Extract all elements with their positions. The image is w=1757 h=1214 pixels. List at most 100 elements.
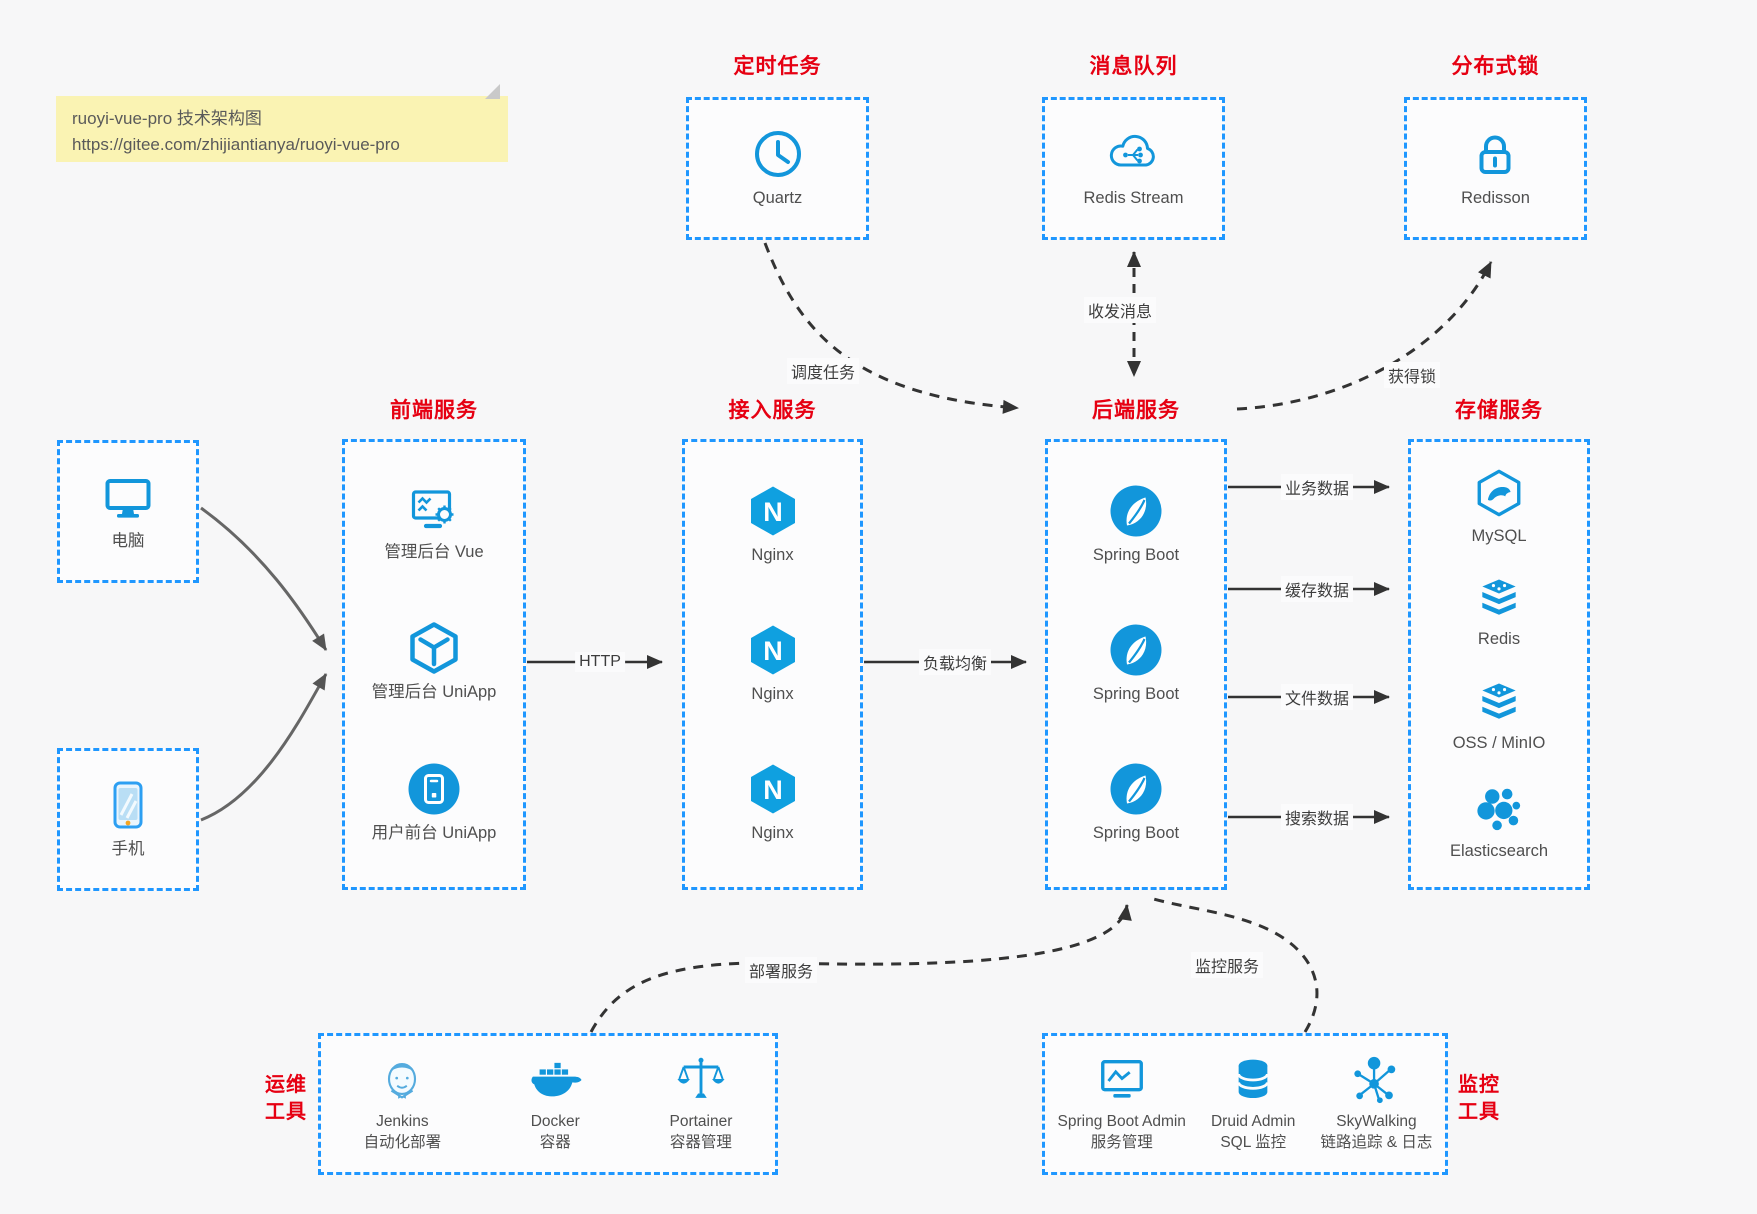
desktop-icon — [105, 479, 151, 518]
group-box-distributed-lock: Redisson — [1404, 97, 1587, 240]
group-title-gateway: 接入服务 — [728, 399, 817, 422]
edge-label-search-data: 搜索数据 — [1280, 804, 1354, 830]
node-docker: Docker 容器 — [526, 1054, 584, 1154]
node-nginx-1: N Nginx — [746, 484, 800, 566]
lock-icon — [1479, 135, 1511, 175]
nginx-icon: N — [750, 625, 795, 675]
node-label: Spring Boot Admin — [1057, 1113, 1186, 1131]
node-portainer: Portainer 容器管理 — [669, 1054, 732, 1154]
group-box-backend: Spring Boot Spring Boot Spring Boot — [1045, 439, 1227, 890]
node-label: Druid Admin — [1210, 1113, 1296, 1131]
side-label-line: 工具 — [265, 1101, 307, 1123]
node-label: Redis — [1477, 630, 1521, 649]
node-sublabel: 链路追踪 & 日志 — [1320, 1134, 1433, 1151]
node-spring-boot-3: Spring Boot — [1093, 762, 1179, 844]
node-label: Spring Boot — [1092, 546, 1180, 565]
node-quartz: Quartz — [751, 127, 805, 209]
group-title-frontend: 前端服务 — [390, 399, 478, 422]
admin-vue-icon — [411, 490, 454, 529]
svg-text:N: N — [763, 775, 783, 805]
node-sublabel: SQL 监控 — [1220, 1134, 1287, 1151]
node-label: Docker — [530, 1113, 580, 1131]
node-label: 用户前台 UniApp — [371, 823, 497, 842]
node-label: 管理后台 Vue — [384, 542, 484, 561]
node-label: Nginx — [751, 546, 794, 565]
node-nginx-3: N Nginx — [746, 762, 800, 844]
clock-icon — [754, 131, 801, 178]
node-spring-boot-admin: Spring Boot Admin 服务管理 — [1058, 1054, 1186, 1154]
group-title-scheduled-tasks: 定时任务 — [733, 55, 822, 78]
node-mobile: 手机 — [101, 778, 155, 860]
node-admin-uniapp: 管理后台 UniApp — [371, 621, 497, 703]
mysql-icon — [1477, 469, 1521, 517]
node-mysql: MySQL — [1471, 467, 1527, 547]
node-elasticsearch: Elasticsearch — [1450, 784, 1548, 862]
skywalking-icon — [1354, 1056, 1396, 1104]
side-label-monitor-tools: 监控 工具 — [1458, 1072, 1538, 1126]
druid-icon — [1237, 1059, 1269, 1099]
spring-boot-icon — [1110, 763, 1162, 815]
group-box-message-queue: Redis Stream — [1042, 97, 1225, 240]
edge-mobile-to-frontend — [200, 673, 328, 822]
node-label: Quartz — [752, 189, 803, 208]
node-redis: Redis — [1474, 576, 1524, 650]
group-title-storage: 存储服务 — [1455, 399, 1543, 422]
group-title-message-queue: 消息队列 — [1089, 55, 1178, 78]
edge-desktop-to-frontend — [200, 506, 328, 651]
node-label: Nginx — [751, 824, 794, 843]
edge-label-business-data: 业务数据 — [1280, 474, 1354, 500]
edge-schedule-task — [763, 242, 1019, 414]
node-label: SkyWalking — [1336, 1113, 1417, 1131]
node-skywalking: SkyWalking 链路追踪 & 日志 — [1320, 1054, 1432, 1154]
edge-label-cache-data: 缓存数据 — [1280, 576, 1354, 602]
nginx-icon: N — [750, 764, 795, 814]
svg-text:N: N — [763, 636, 783, 666]
sticky-note: ruoyi-vue-pro 技术架构图 https://gitee.com/zh… — [56, 84, 508, 162]
group-box-gateway: N Nginx N Nginx N Nginx — [682, 439, 863, 890]
node-sublabel: 服务管理 — [1090, 1134, 1153, 1151]
docker-icon — [531, 1062, 582, 1097]
node-user-uniapp: 用户前台 UniApp — [371, 762, 497, 844]
side-label-ops-tools: 运维 工具 — [233, 1072, 307, 1126]
side-label-line: 工具 — [1458, 1101, 1500, 1123]
group-title-distributed-lock: 分布式锁 — [1451, 55, 1540, 78]
group-box-storage: MySQL Redis OSS / MinIO — [1408, 439, 1590, 890]
node-label: Spring Boot — [1092, 685, 1180, 704]
node-druid: Druid Admin SQL 监控 — [1211, 1054, 1295, 1154]
portainer-icon — [677, 1057, 725, 1098]
admin-uniapp-icon — [410, 622, 458, 675]
node-sublabel: 自动化部署 — [363, 1134, 442, 1151]
side-label-line: 监控 — [1458, 1074, 1500, 1096]
node-sublabel: 容器管理 — [669, 1134, 732, 1151]
user-uniapp-icon — [408, 763, 460, 815]
edge-deploy-service — [589, 904, 1132, 1033]
spring-boot-icon — [1110, 624, 1162, 676]
node-nginx-2: N Nginx — [746, 623, 800, 705]
edge-label-monitor-service: 监控服务 — [1190, 952, 1264, 978]
elasticsearch-icon — [1477, 788, 1521, 831]
svg-text:N: N — [763, 497, 783, 527]
node-label: 电脑 — [111, 532, 145, 551]
node-label: Portainer — [669, 1113, 733, 1131]
edge-label-load-balance: 负载均衡 — [918, 649, 992, 675]
jenkins-icon — [388, 1063, 417, 1099]
nginx-icon: N — [750, 486, 795, 536]
spring-boot-icon — [1110, 485, 1162, 537]
group-box-frontend: 管理后台 Vue 管理后台 UniApp 用户前台 UniApp — [342, 439, 526, 890]
node-label: Spring Boot — [1092, 824, 1180, 843]
node-label: OSS / MinIO — [1452, 734, 1546, 753]
group-box-scheduled-tasks: Quartz — [686, 97, 869, 240]
node-label: 管理后台 UniApp — [371, 683, 497, 702]
redis-stack-icon — [1482, 579, 1516, 616]
edge-label-deploy-service: 部署服务 — [744, 957, 818, 983]
spring-boot-admin-icon — [1100, 1060, 1143, 1098]
edge-label-acquire-lock: 获得锁 — [1383, 362, 1441, 388]
edge-label-file-data: 文件数据 — [1280, 684, 1354, 710]
client-box-desktop: 电脑 — [57, 440, 199, 583]
storage-stack-icon — [1482, 683, 1516, 719]
node-sublabel: 容器 — [539, 1134, 571, 1151]
node-jenkins: Jenkins 自动化部署 — [363, 1054, 442, 1154]
node-admin-vue: 管理后台 Vue — [384, 485, 484, 563]
edge-acquire-lock — [1236, 261, 1493, 411]
